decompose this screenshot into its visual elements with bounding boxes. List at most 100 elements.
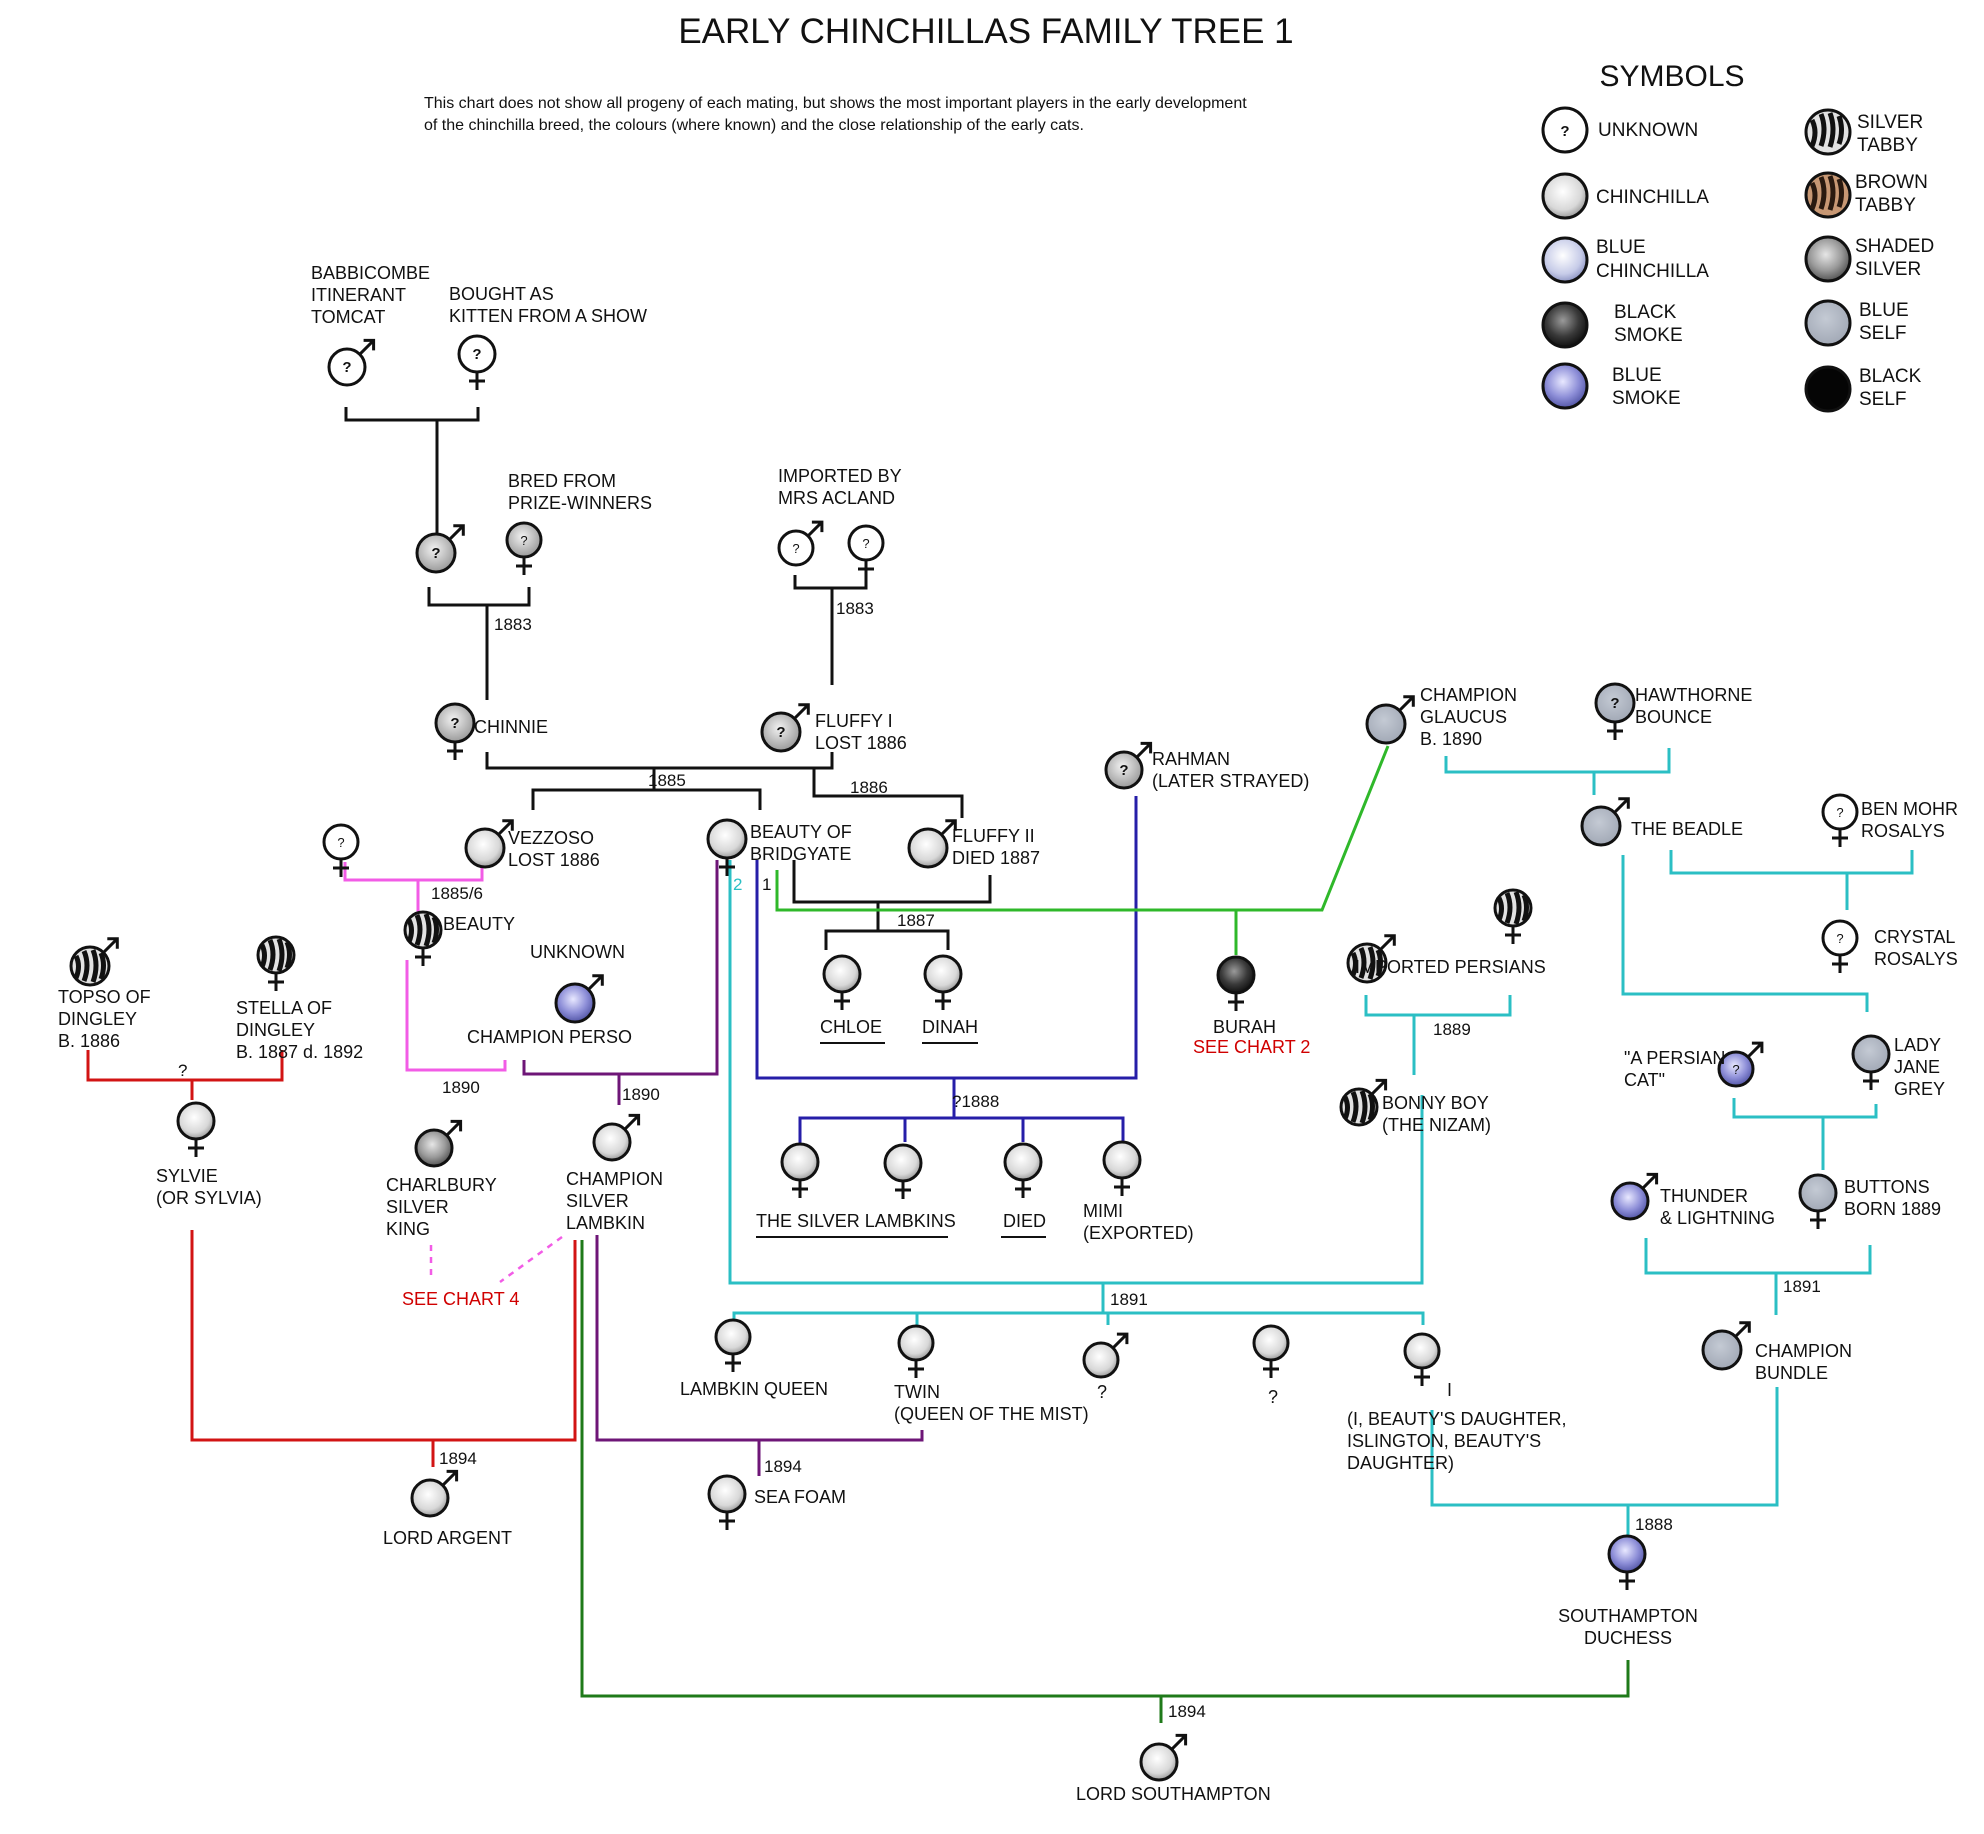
- label-bridgyate-line-2: BRIDGYATE: [750, 844, 851, 864]
- silver-lambkin-2-node: [883, 1143, 923, 1199]
- charlbury-node: [414, 1119, 463, 1168]
- line-dashed-chart4: [429, 1235, 563, 1284]
- svg-text:?: ?: [1610, 695, 1619, 712]
- sea-foam-node: [707, 1474, 747, 1530]
- label-lady-jane-line-1: LADY: [1894, 1035, 1941, 1055]
- label-beautys-daughter-mark: I: [1447, 1380, 1452, 1400]
- fluffy1-node: ?: [760, 703, 810, 753]
- svg-text:?: ?: [792, 541, 799, 556]
- svg-text:?: ?: [450, 715, 459, 732]
- year-y1889: 1889: [1433, 1020, 1471, 1039]
- legend-label-blue-smoke-1: BLUE: [1612, 365, 1662, 386]
- chloe-node: [822, 954, 862, 1010]
- silver-tabby-icon: [1804, 108, 1852, 156]
- label-lambkin-line-1: CHAMPION: [566, 1169, 663, 1189]
- legend-label-black-self-2: SELF: [1859, 389, 1907, 410]
- line-teal-duchess: [1430, 1387, 1779, 1535]
- label-imported-acland-line-1: IMPORTED BY: [778, 466, 902, 486]
- year-y1890b: 1890: [622, 1085, 660, 1104]
- label-underlines: [756, 1042, 1046, 1238]
- line-green-1894: [580, 1240, 1630, 1723]
- label-q-male: ?: [1097, 1382, 1107, 1402]
- label-beautys-daughter-line-1: (I, BEAUTY'S DAUGHTER,: [1347, 1409, 1566, 1429]
- label-babbicombe-line-2: ITINERANT: [311, 285, 406, 305]
- see-chart-4-link[interactable]: SEE CHART 4: [402, 1289, 519, 1309]
- label-charlbury-line-1: CHARLBURY: [386, 1175, 497, 1195]
- blue-self-icon: [1804, 299, 1852, 347]
- topso-node: [69, 937, 119, 987]
- legend-label-black-smoke-1: BLACK: [1614, 302, 1677, 323]
- label-twin-line-2: (QUEEN OF THE MIST): [894, 1404, 1089, 1424]
- legend-label-brown-tabby-1: BROWN: [1855, 172, 1928, 193]
- label-buttons-line-2: BORN 1889: [1844, 1199, 1941, 1219]
- ben-mohr-node: ?: [1821, 793, 1859, 847]
- year-y1894b: 1894: [764, 1457, 802, 1476]
- label-fluffy2-line-1: FLUFFY II: [952, 826, 1035, 846]
- label-sylvie-line-2: (OR SYLVIA): [156, 1188, 262, 1208]
- label-bonny-boy-line-1: BONNY BOY: [1382, 1093, 1489, 1113]
- svg-text:?: ?: [472, 346, 481, 363]
- line-teal-glaucus: [1444, 748, 1671, 795]
- label-bundle-line-1: CHAMPION: [1755, 1341, 1852, 1361]
- label-imported-persians: IMPORTED PERSIANS: [1355, 957, 1546, 977]
- legend-label-black-self-1: BLACK: [1859, 366, 1922, 387]
- twin-node: [897, 1324, 935, 1378]
- label-glaucus-line-3: B. 1890: [1420, 729, 1482, 749]
- year-y1887: 1887: [897, 911, 935, 930]
- label-sea-foam: SEA FOAM: [754, 1487, 846, 1507]
- lady-jane-node: [1851, 1034, 1891, 1090]
- mimi-node: [1102, 1140, 1142, 1196]
- silver-lambkin-1-node: [780, 1142, 820, 1198]
- label-bred-prize-line-2: PRIZE-WINNERS: [508, 493, 652, 513]
- blue-smoke-icon: [1541, 362, 1589, 410]
- label-babbicombe-line-3: TOMCAT: [311, 307, 385, 327]
- chinchilla-icon: [1541, 172, 1589, 220]
- svg-text:?: ?: [776, 724, 785, 741]
- line-1887: [792, 860, 992, 950]
- legend-label-brown-tabby-2: TABBY: [1855, 195, 1916, 216]
- line-chinnie-parents: [427, 587, 531, 700]
- lambkin-queen-node: [714, 1318, 752, 1372]
- label-vezzoso-line-1: VEZZOSO: [508, 828, 594, 848]
- legend-label-silver-tabby-2: TABBY: [1857, 135, 1918, 156]
- label-charlbury-line-2: SILVER: [386, 1197, 449, 1217]
- year-y1886: 1886: [850, 778, 888, 797]
- legend-label-shaded-silver-2: SILVER: [1855, 259, 1921, 280]
- line-teal-beadle: [1621, 855, 1869, 1012]
- line-chinnie-fluffy: [485, 752, 964, 818]
- chart-note-line-2: of the chinchilla breed, the colours (wh…: [424, 117, 1084, 134]
- svg-text:?: ?: [431, 545, 440, 562]
- year-q-dingley: ?: [178, 1061, 187, 1080]
- beauty-node: [403, 910, 443, 966]
- legend-label-blue-self-2: SELF: [1859, 323, 1907, 344]
- southampton-duchess-node: [1607, 1534, 1647, 1590]
- buttons-node: [1798, 1173, 1838, 1229]
- cat-nodes: ??????????????: [69, 334, 1891, 1782]
- label-lambkin-line-3: LAMBKIN: [566, 1213, 645, 1233]
- label-burah: BURAH: [1213, 1017, 1276, 1037]
- label-bridgyate-line-1: BEAUTY OF: [750, 822, 852, 842]
- label-fluffy1-line-2: LOST 1886: [815, 733, 907, 753]
- label-unknown: UNKNOWN: [530, 942, 625, 962]
- line-teal-imported: [1364, 995, 1512, 1075]
- svg-text:?: ?: [862, 536, 869, 551]
- label-topso-line-1: TOPSO OF: [58, 987, 151, 1007]
- label-lord-argent: LORD ARGENT: [383, 1528, 512, 1548]
- label-ben-mohr-line-2: ROSALYS: [1861, 821, 1945, 841]
- crystal-node: ?: [1821, 919, 1859, 973]
- label-babbicombe-line-1: BABBICOMBE: [311, 263, 430, 283]
- label-rahman-line-2: (LATER STRAYED): [1152, 771, 1309, 791]
- year-y1888q: ?1888: [952, 1092, 999, 1111]
- babbicombe-node: ?: [327, 338, 376, 387]
- label-bought-show-line-1: BOUGHT AS: [449, 284, 554, 304]
- lord-argent-node: [410, 1469, 459, 1518]
- see-chart-2-link[interactable]: SEE CHART 2: [1193, 1037, 1310, 1057]
- label-ben-mohr-line-1: BEN MOHR: [1861, 799, 1958, 819]
- burah-node: [1216, 955, 1256, 1011]
- bred-prize-dam-node: ?: [505, 521, 543, 575]
- year-y1891a: 1891: [1110, 1290, 1148, 1309]
- unknown-icon: ?: [1541, 106, 1589, 154]
- label-bought-show-line-2: KITTEN FROM A SHOW: [449, 306, 647, 326]
- label-bred-prize-line-1: BRED FROM: [508, 471, 616, 491]
